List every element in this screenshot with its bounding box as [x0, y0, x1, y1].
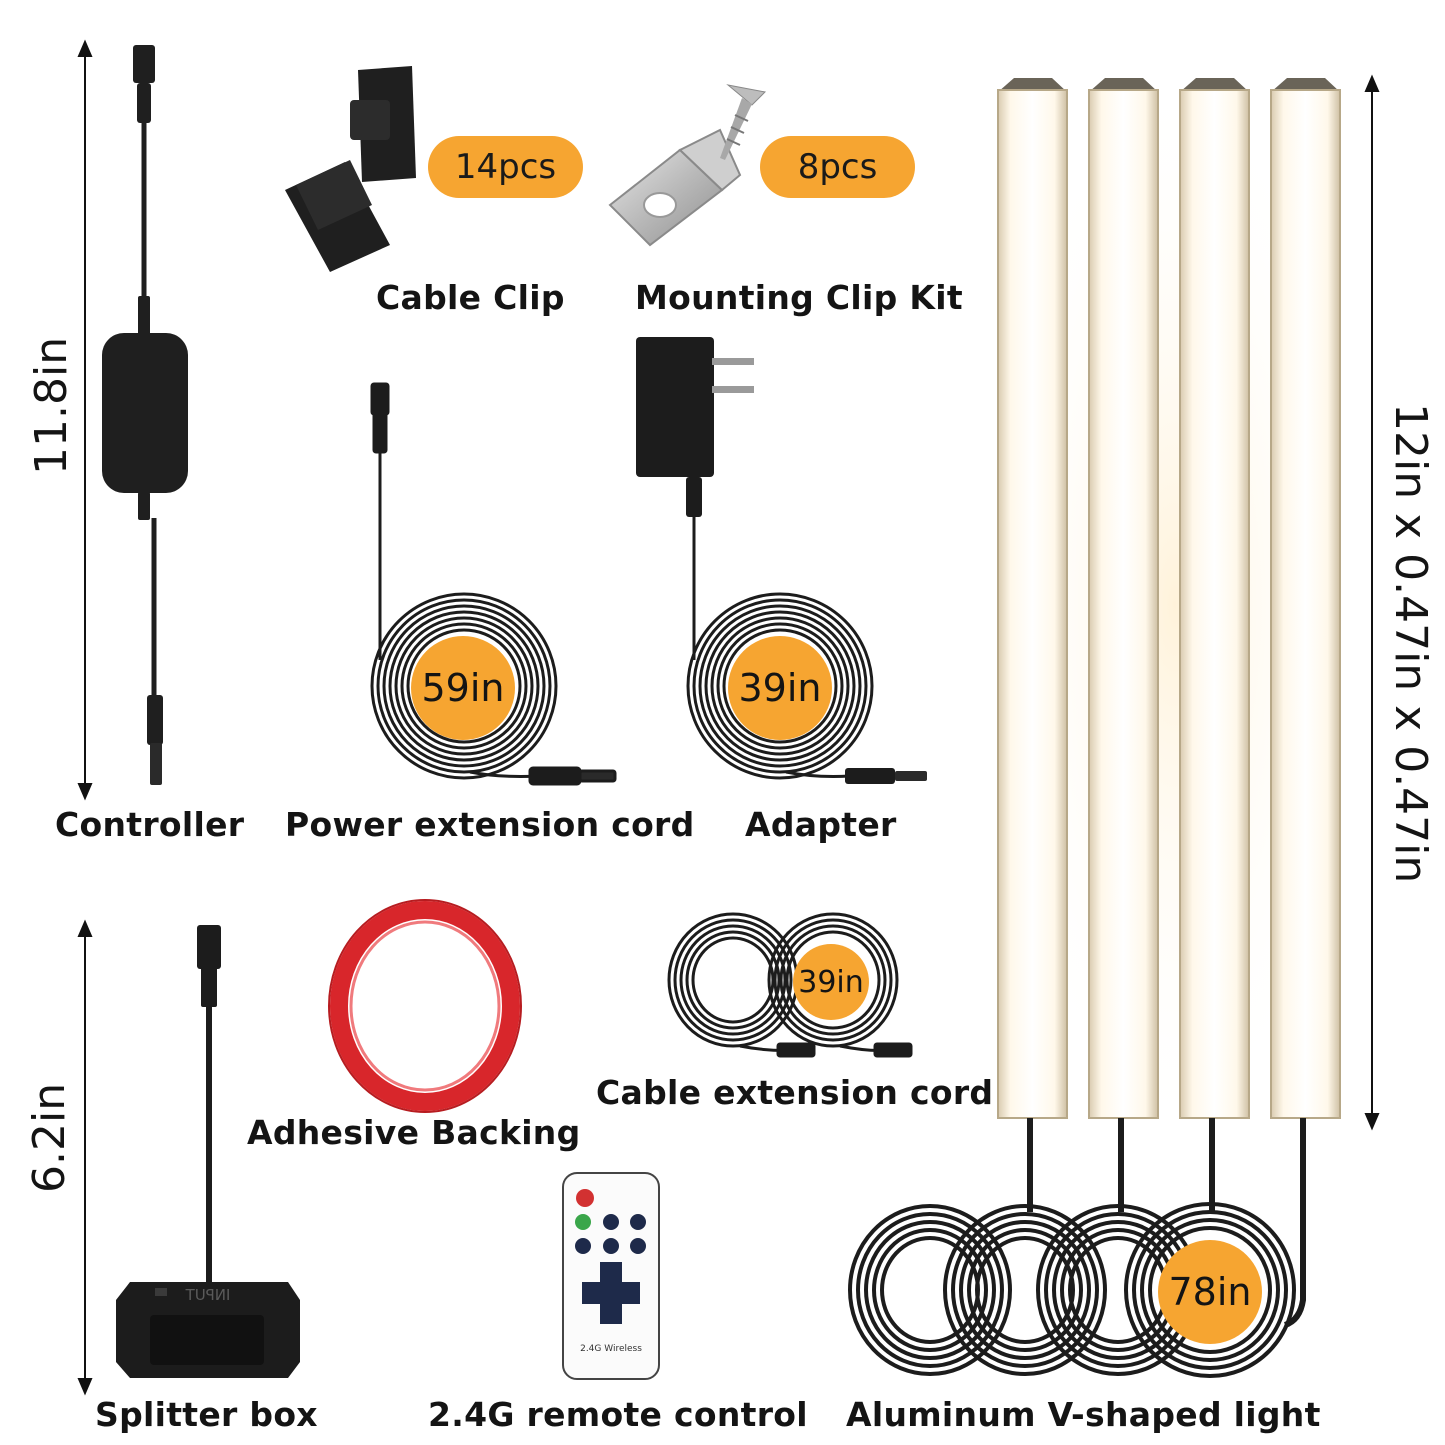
controller-illustration [102, 45, 188, 785]
power-extension-cord-illustration [370, 382, 617, 786]
light-bar-2 [1088, 78, 1159, 1212]
cable-extension-cord-label: Cable extension cord [596, 1073, 994, 1112]
screw-illustration [720, 84, 767, 160]
cable-extension-cord-illustration [667, 912, 913, 1058]
light-cord-length-badge: 78in [1158, 1240, 1262, 1344]
mounting-clip-qty-pill: 8pcs [760, 136, 915, 198]
light-dimension-arrow [1364, 74, 1380, 1131]
splitter-dimension-arrow [77, 919, 93, 1396]
adhesive-backing-label: Adhesive Backing [247, 1113, 581, 1152]
adhesive-backing-illustration [328, 899, 522, 1113]
adapter-illustration [636, 337, 927, 784]
power-extension-cord-label: Power extension cord [285, 805, 695, 844]
splitter-box-label: Splitter box [95, 1395, 318, 1434]
cable-clip-label: Cable Clip [376, 278, 565, 317]
adapter-length-badge: 39in [728, 636, 832, 740]
remote-illustration [562, 1172, 660, 1380]
light-label: Aluminum V-shaped light [846, 1395, 1321, 1434]
light-bar-3 [1179, 78, 1250, 1212]
splitter-input-text: INPUT [185, 1286, 231, 1304]
cable-extension-length-badge: 39in [793, 944, 869, 1020]
splitter-length-label: 6.2in [24, 1082, 75, 1193]
remote-control-label: 2.4G remote control [428, 1395, 808, 1434]
controller-length-label: 11.8in [26, 336, 77, 475]
remote-footer-text: 2.4G Wireless [580, 1344, 642, 1354]
light-bar-4 [1270, 78, 1341, 1328]
mounting-clip-illustration [608, 84, 767, 247]
adapter-label: Adapter [745, 805, 897, 844]
splitter-box-illustration [116, 925, 300, 1378]
controller-dimension-arrow [77, 39, 93, 801]
controller-label: Controller [55, 805, 245, 844]
mounting-clip-kit-label: Mounting Clip Kit [635, 278, 963, 317]
cable-clip-qty-pill: 14pcs [428, 136, 583, 198]
cable-clip-illustration [285, 66, 416, 272]
power-cord-length-badge: 59in [411, 636, 515, 740]
light-bar-1 [997, 78, 1068, 1212]
light-dimensions-label: 12in x 0.47in x 0.47in [1385, 403, 1436, 884]
